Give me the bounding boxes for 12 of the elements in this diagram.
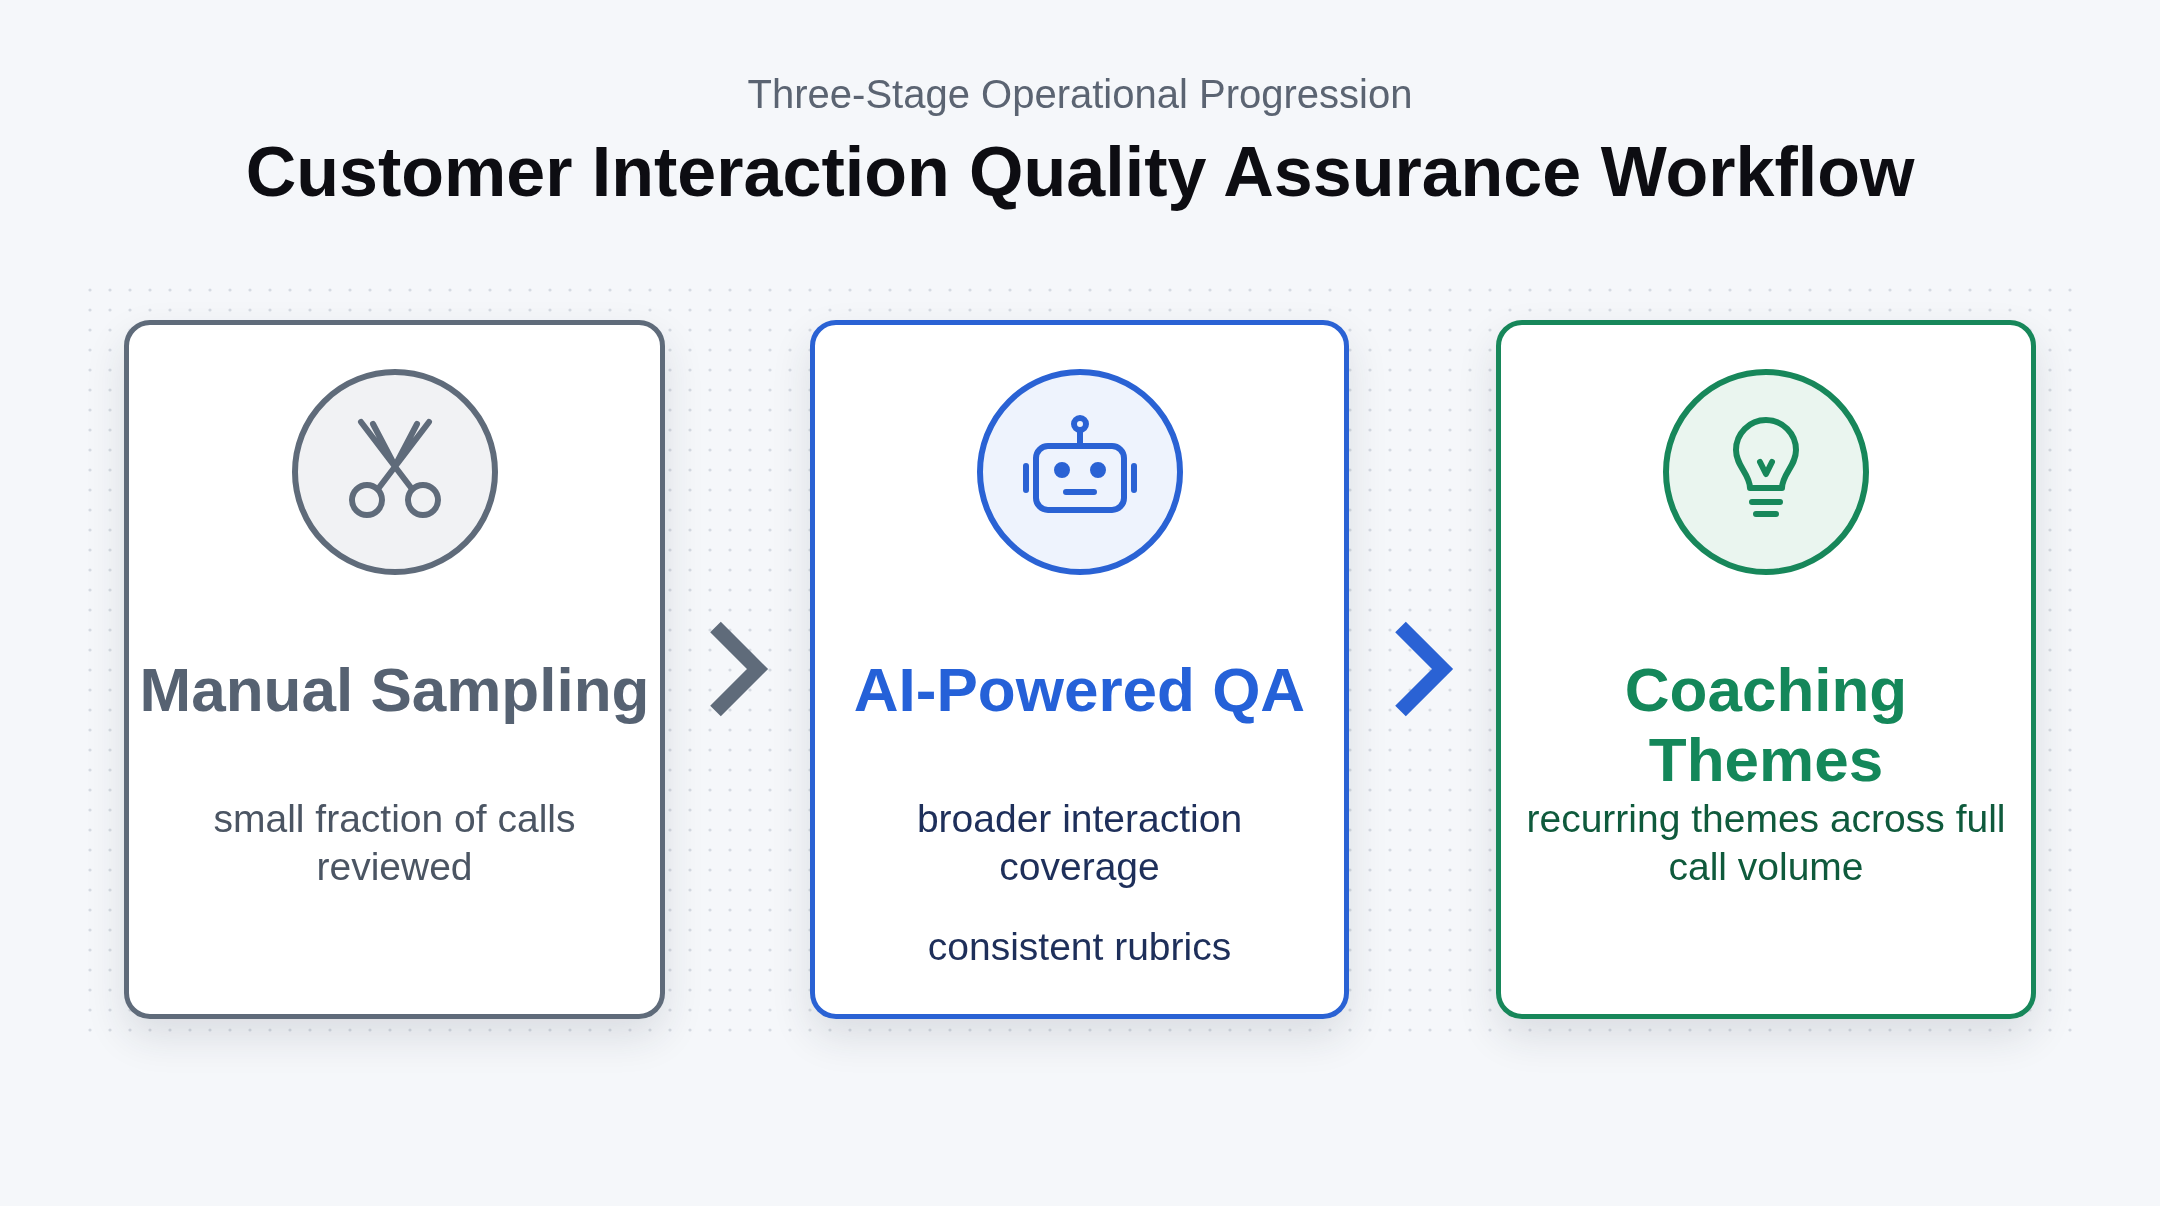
stage-title: AI-Powered QA: [852, 655, 1307, 725]
stage-description: recurring themes across full call volume: [1525, 796, 2007, 890]
stage-description: broader interaction coverage: [915, 796, 1244, 890]
title: Customer Interaction Quality Assurance Workflow: [244, 132, 1916, 212]
stage-description: small fraction of calls reviewed: [212, 796, 577, 890]
stage-title: Coaching Themes: [1623, 655, 1909, 795]
stage-title: Manual Sampling: [139, 655, 650, 725]
stage-card: [1496, 320, 2036, 1019]
stage-card: [124, 320, 665, 1019]
stage-description: consistent rubrics: [926, 924, 1233, 970]
subtitle: Three-Stage Operational Progression: [746, 72, 1414, 117]
stage-card: [810, 320, 1349, 1019]
